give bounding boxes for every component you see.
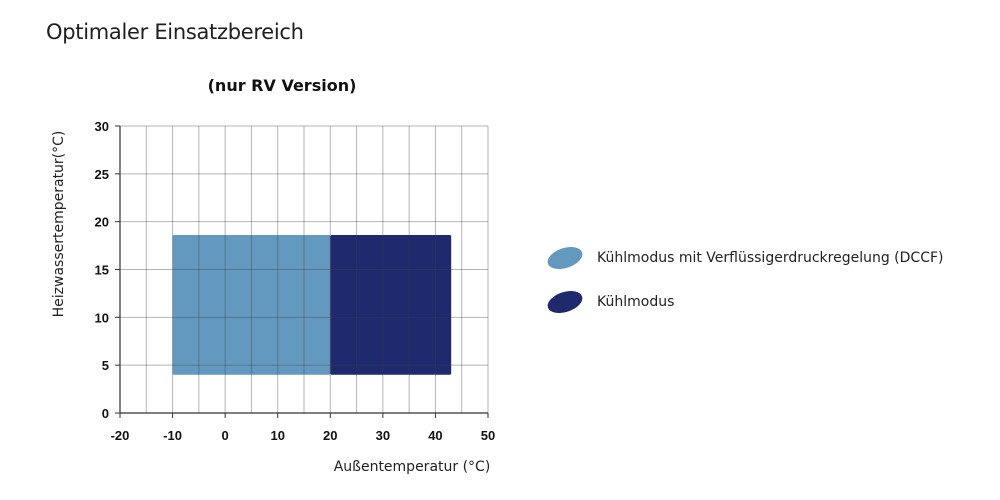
x-tick-label: 30 <box>376 428 390 443</box>
y-tick-label: 0 <box>102 406 109 421</box>
x-tick-label: 40 <box>428 428 442 443</box>
y-tick-label: 20 <box>95 215 109 230</box>
x-tick-label: 50 <box>481 428 495 443</box>
x-axis-ticks: -20 -10 0 10 20 30 40 50 <box>111 413 495 443</box>
legend-item-kuehlmodus: Kühlmodus <box>544 286 944 318</box>
x-tick-label: 10 <box>270 428 284 443</box>
region-1 <box>330 235 452 375</box>
legend-label-dccf: Kühlmodus mit Verflüssigerdruckregelung … <box>597 250 944 266</box>
legend-label-kuehlmodus: Kühlmodus <box>597 294 675 310</box>
grid-lines <box>120 125 489 413</box>
chart-subtitle: (nur RV Version) <box>208 76 357 95</box>
legend-item-dccf: Kühlmodus mit Verflüssigerdruckregelung … <box>544 242 944 274</box>
page-title: Optimaler Einsatzbereich <box>46 20 304 44</box>
x-tick-label: 0 <box>222 428 229 443</box>
y-tick-label: 25 <box>95 167 109 182</box>
y-tick-label: 30 <box>95 119 109 134</box>
x-tick-label: -20 <box>111 428 130 443</box>
y-tick-label: 15 <box>95 263 109 278</box>
x-axis-label: Außentemperatur (°C) <box>334 459 491 475</box>
region-0 <box>172 235 331 375</box>
x-tick-label: 20 <box>323 428 337 443</box>
y-axis-label: Heizwassertemperatur(°C) <box>51 131 67 318</box>
legend-swatch-kuehlmodus <box>544 286 586 318</box>
legend: Kühlmodus mit Verflüssigerdruckregelung … <box>544 242 944 334</box>
y-tick-label: 5 <box>102 358 109 373</box>
y-axis-ticks: 0 5 10 15 20 25 30 <box>95 119 120 421</box>
data-regions <box>172 235 452 375</box>
x-tick-label: -10 <box>163 428 182 443</box>
legend-swatch-dccf <box>544 242 586 274</box>
y-tick-label: 10 <box>95 310 109 325</box>
